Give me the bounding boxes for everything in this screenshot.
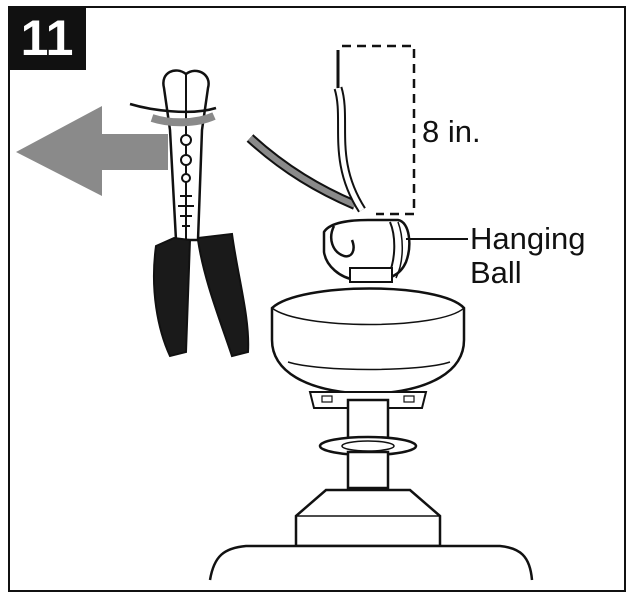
hanging-ball-label: Hanging Ball bbox=[470, 222, 585, 290]
diagram-frame bbox=[8, 6, 626, 592]
wire-length-label: 8 in. bbox=[422, 114, 481, 149]
downrod bbox=[318, 398, 418, 490]
hanging-ball-label-line2: Ball bbox=[470, 255, 522, 290]
wire-stripper-icon bbox=[129, 69, 250, 358]
wire-length-bracket bbox=[342, 44, 416, 216]
fan-motor-housing bbox=[270, 287, 466, 409]
hanging-ball-label-line1: Hanging bbox=[470, 221, 586, 256]
fan-canopy bbox=[294, 488, 442, 548]
fan-body bbox=[208, 544, 534, 581]
hanging-ball bbox=[322, 218, 411, 283]
left-arrow-icon bbox=[16, 106, 168, 196]
step-number-badge: 11 bbox=[8, 6, 86, 70]
